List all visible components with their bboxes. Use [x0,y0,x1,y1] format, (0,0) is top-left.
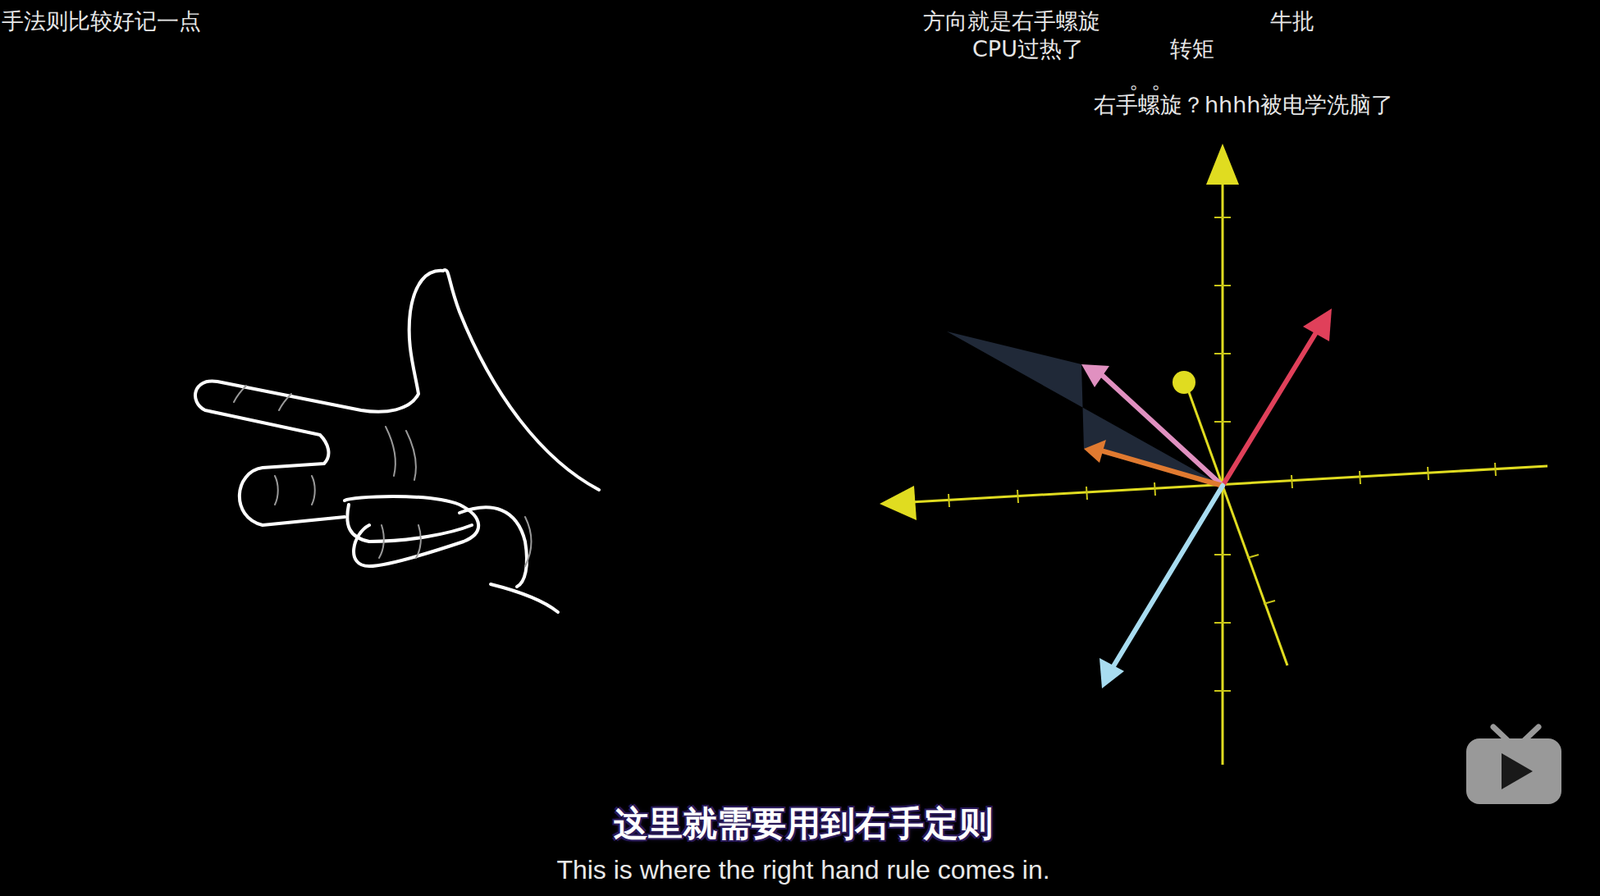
vector-arrowhead [1099,658,1125,689]
bilibili-tv-icon [1466,726,1562,805]
danmaku-comment: 方向就是右手螺旋 [923,6,1101,37]
vector-arrowhead [1081,364,1110,388]
axis-arrowhead [879,485,917,521]
axis-arrowhead [1206,143,1239,185]
coordinate-axes [910,168,1548,765]
vector-arrowhead [1083,439,1107,463]
danmaku-comment: 。。 [1129,65,1174,96]
danmaku-comment: 牛批 [1270,6,1315,37]
subtitle-english: This is where the right hand rule comes … [556,854,1050,886]
danmaku-comment: CPU过热了 [972,34,1084,64]
right-hand-drawing [195,269,599,613]
axis-ticks [948,217,1496,691]
vector-arrowhead [1302,308,1332,342]
danmaku-comment: 转矩 [1170,34,1215,64]
danmaku-comment: 右手螺旋？hhhh被电学洗脑了 [1093,90,1394,120]
danmaku-comment: 手法则比较好记一点 [1,6,202,37]
hand-creases [233,385,532,567]
axis-end-ball [1172,370,1196,394]
vectors [1102,329,1318,667]
subtitle-chinese: 这里就需要用到右手定则 [613,800,993,847]
shaded-plane [946,331,1223,486]
